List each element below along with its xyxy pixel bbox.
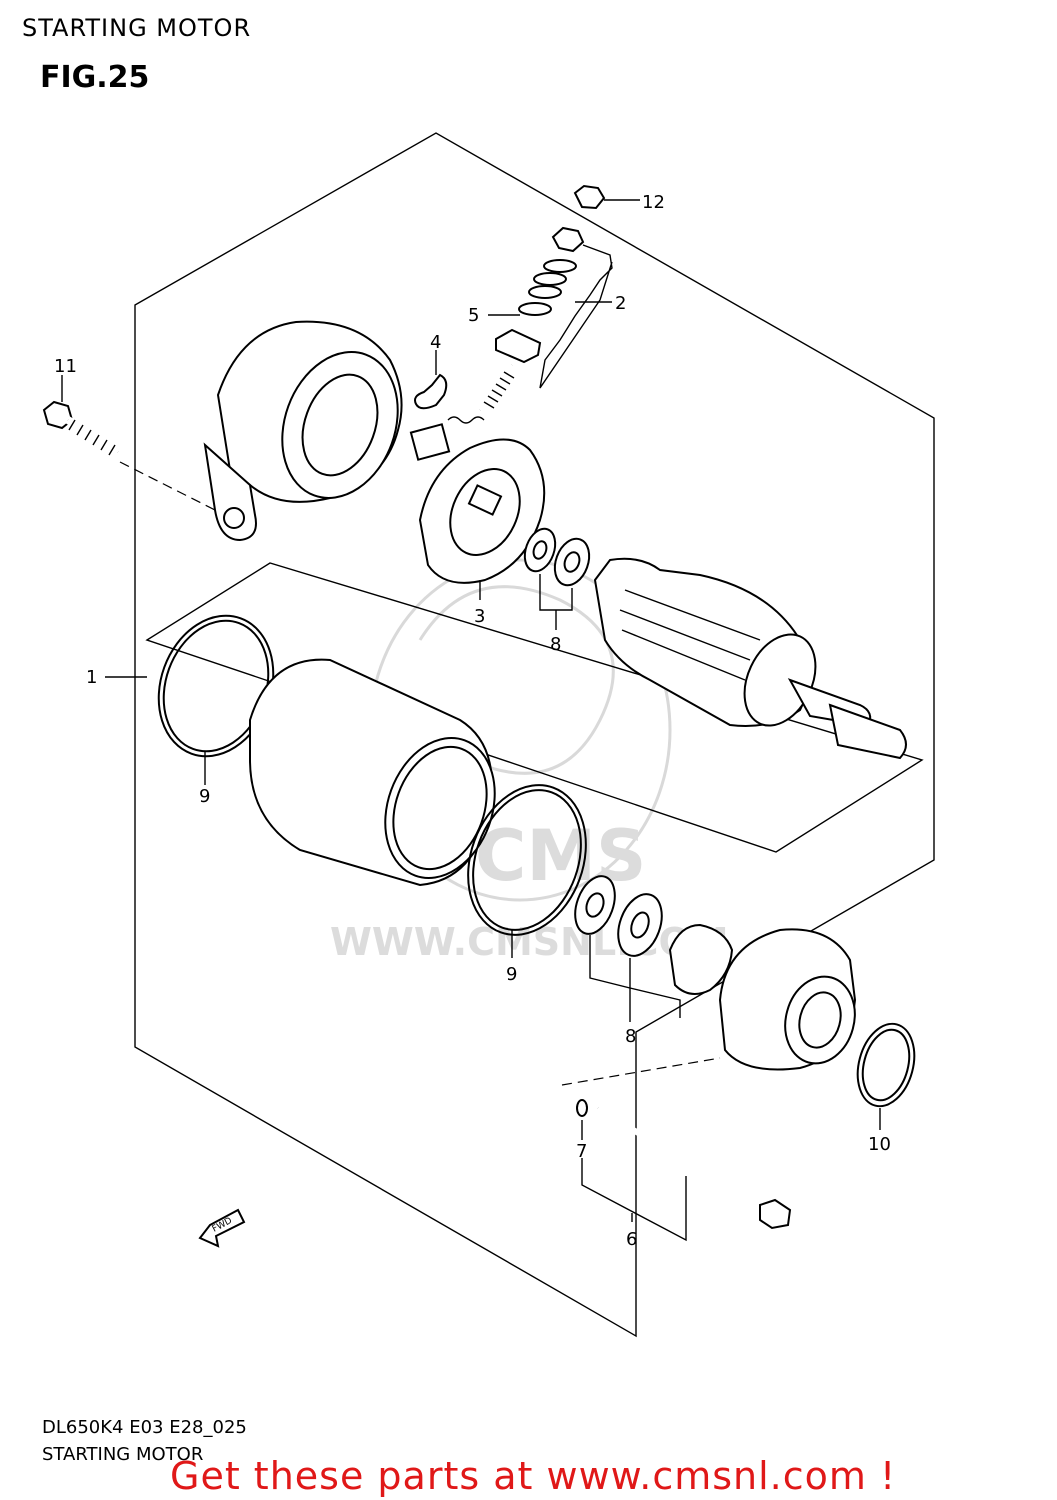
callout-9-right: 9 <box>506 964 517 985</box>
callout-9-left: 9 <box>199 786 210 807</box>
part-9-oring-right <box>467 784 587 958</box>
callout-10: 10 <box>868 1134 891 1155</box>
part-terminal-bolt <box>475 362 517 413</box>
callout-2: 2 <box>615 293 626 314</box>
part-12-nut <box>573 184 640 210</box>
part-8-washers-lower <box>574 875 734 1022</box>
part-7-washer <box>576 1099 588 1140</box>
callout-3: 3 <box>474 606 485 627</box>
part-11-bolt <box>42 375 121 456</box>
callout-7: 7 <box>576 1141 587 1162</box>
part-armature <box>593 557 907 760</box>
part-10-oring <box>856 1022 916 1130</box>
page-header-title: STARTING MOTOR <box>22 14 252 42</box>
figure-number: FIG.25 <box>40 60 150 95</box>
diagram-code: DL650K4 E03 E28_025 <box>42 1417 247 1438</box>
part-3-brush-plate <box>418 438 546 600</box>
watermark-brand: CMS <box>475 815 646 897</box>
part-front-cover <box>718 928 857 1071</box>
promo-link[interactable]: Get these parts at www.cmsnl.com ! <box>170 1454 897 1498</box>
callout-6: 6 <box>626 1229 637 1250</box>
part-2-terminal-kit <box>488 226 613 389</box>
yoke-outline <box>145 562 924 853</box>
callout-1: 1 <box>86 667 97 688</box>
bolt-axis-line <box>119 461 216 511</box>
callout-12: 12 <box>642 192 665 213</box>
callout-5: 5 <box>468 305 479 326</box>
fwd-arrow-icon: FWD <box>198 1208 246 1248</box>
through-bolt-axis-line <box>561 1057 721 1086</box>
part-rear-cover <box>203 320 403 542</box>
part-yoke-housing <box>249 658 496 887</box>
callout-8-lower: 8 <box>625 1026 636 1047</box>
footer-caption: STARTING MOTOR <box>42 1444 204 1465</box>
part-4-brush-spring <box>409 350 485 461</box>
part-8-washers-upper <box>523 527 591 630</box>
callout-11: 11 <box>54 356 77 377</box>
callout-8-upper: 8 <box>550 634 561 655</box>
part-6-through-bolt <box>581 1105 792 1242</box>
callout-4: 4 <box>430 332 441 353</box>
